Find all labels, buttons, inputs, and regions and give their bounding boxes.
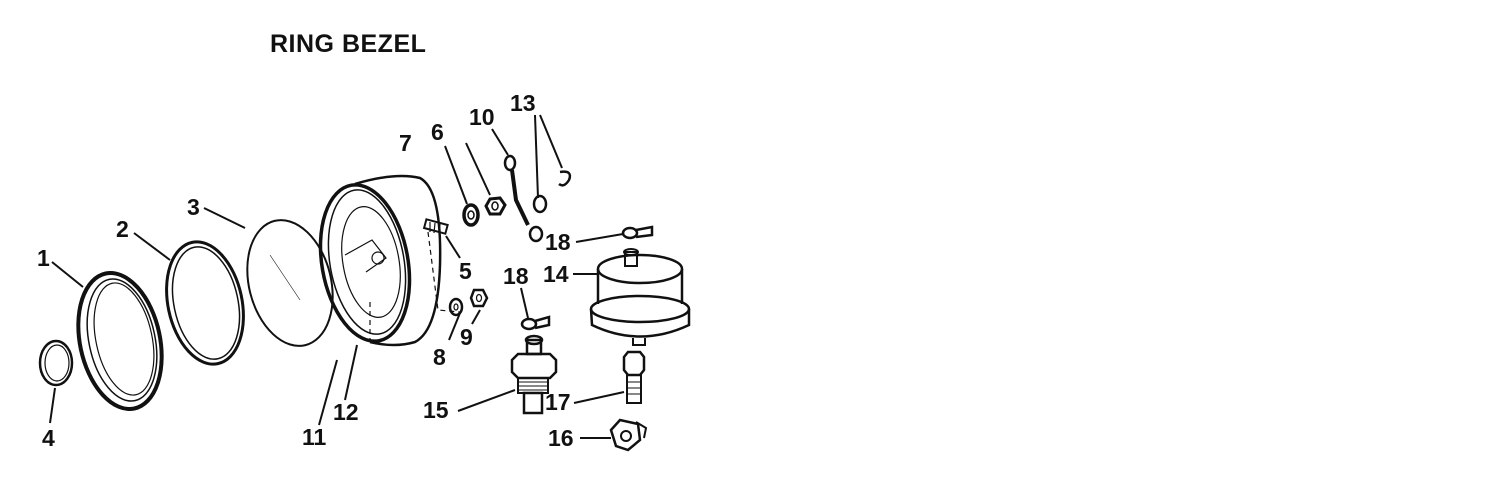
callout-16: 16 <box>548 425 574 451</box>
part-ring-terminal-upper <box>621 225 654 240</box>
leader-lines <box>49 114 625 439</box>
callout-18-lower: 18 <box>503 263 529 289</box>
part-bezel-ring <box>76 270 164 412</box>
callout-6: 6 <box>431 119 444 145</box>
part-ring-terminal-lower <box>520 315 551 331</box>
part-stud <box>422 218 449 235</box>
part-small-ring <box>38 339 74 387</box>
callout-8: 8 <box>433 344 446 370</box>
callout-13: 13 <box>510 90 536 116</box>
callout-14: 14 <box>543 261 569 287</box>
part-tee-fitting <box>609 418 648 452</box>
callout-2: 2 <box>116 216 129 242</box>
part-lock-washer <box>462 203 480 227</box>
part-sender-canister <box>589 248 691 346</box>
callout-18-upper: 18 <box>545 229 571 255</box>
part-terminals <box>532 170 572 214</box>
part-nut-6 <box>484 196 507 216</box>
part-washer <box>448 297 464 317</box>
callout-3: 3 <box>187 194 200 220</box>
part-jumper-wire <box>503 154 544 243</box>
part-gauge-case <box>318 174 442 347</box>
callout-15: 15 <box>423 397 449 423</box>
callout-4: 4 <box>42 425 55 451</box>
callout-1: 1 <box>37 245 50 271</box>
callout-11: 11 <box>302 424 327 450</box>
part-lens <box>246 219 334 347</box>
callout-17: 17 <box>545 389 571 415</box>
part-gasket-ring <box>165 240 245 366</box>
callout-7: 7 <box>399 130 412 156</box>
part-mounting-guide <box>369 231 461 342</box>
diagram-title: RING BEZEL <box>270 30 426 58</box>
part-nut-9 <box>469 288 489 308</box>
part-adapter-fitting <box>622 350 646 404</box>
callout-12: 12 <box>333 399 359 425</box>
callout-10: 10 <box>469 104 495 130</box>
part-sending-unit <box>510 334 558 415</box>
callout-9: 9 <box>460 324 473 350</box>
callout-5: 5 <box>459 258 472 284</box>
